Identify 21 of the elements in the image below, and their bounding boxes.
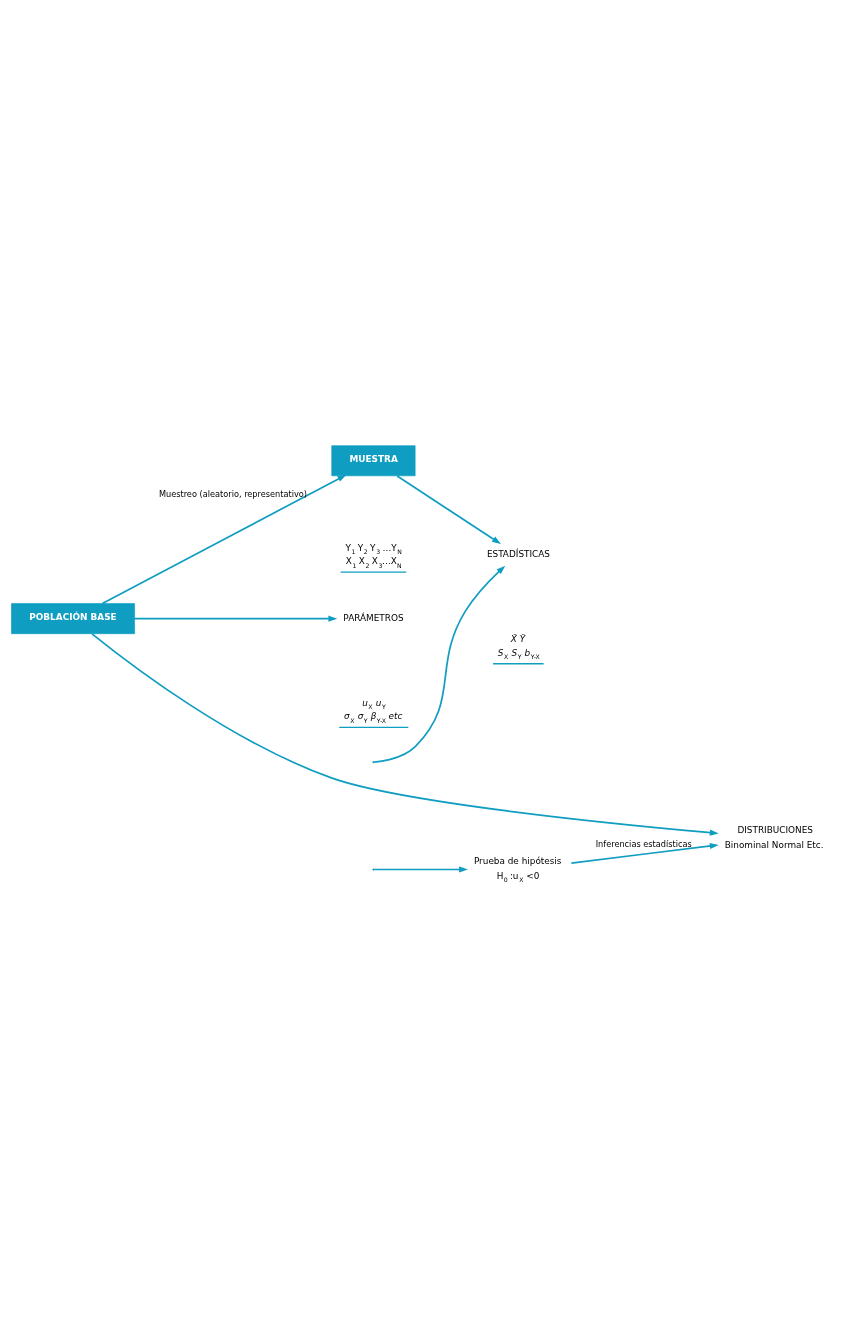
- edge-label: Inferencias estadísticas: [595, 838, 692, 849]
- node-label: X$_{1}$ X$_{2}$ X$_{3}$…X$_{N}$: [345, 556, 402, 569]
- arrow: [373, 866, 468, 873]
- node-text: PARÁMETROS: [343, 612, 404, 623]
- arrow: [101, 474, 347, 605]
- arrow: [570, 842, 719, 864]
- node-label: Y$_{1}$ Y$_{2}$ Y$_{3}$ …Y$_{N}$: [345, 542, 402, 556]
- edge-label: Muestreo (aleatorio, representativo): [158, 488, 308, 499]
- arrow: [373, 565, 506, 764]
- node-text: DISTRIBUCIONES Binominal Normal Etc.: [724, 824, 824, 850]
- node-text: Prueba de hipótesis H$_{0}$ :u$_{X}$ <0: [473, 856, 562, 884]
- node-label: S$_{X}$ S$_{Y}$ b$_{Y-X}$: [497, 647, 540, 661]
- arrow: [396, 475, 501, 545]
- node-label: X̄ Ȳ: [510, 634, 526, 645]
- arrow: [91, 632, 719, 836]
- arrow: [133, 615, 338, 622]
- node-box: POBLACIÓN BASE: [11, 603, 135, 635]
- node-label: u$_{X}$ u$_{Y}$: [362, 697, 386, 711]
- node-box: MUESTRA: [331, 445, 416, 477]
- node-text: ESTADÍSTICAS: [486, 549, 550, 560]
- node-label: σ$_{X}$ σ$_{Y}$ β$_{Y-X}$ etc: [344, 711, 403, 724]
